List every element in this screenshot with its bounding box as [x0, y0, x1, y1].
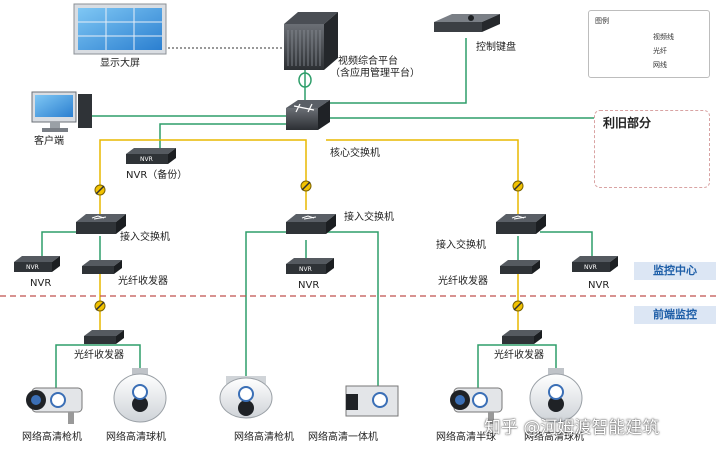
camera-right-2-label: 网络高清球机 [524, 432, 584, 443]
legend-item-video: 视频线 [653, 33, 674, 41]
client-label: 客户端 [34, 136, 64, 147]
camera-middle-2-label: 网络高清一体机 [308, 432, 378, 443]
fiber-transceiver-right-icon [500, 260, 540, 274]
legend-title: 图例 [595, 17, 609, 25]
network-line-mid-access [245, 231, 286, 392]
connection-lines [41, 38, 594, 396]
fiber-transceiver-left-label: 光纤收发器 [118, 276, 168, 287]
nvr-tag: NVR [140, 156, 153, 163]
nvr-tag: NVR [584, 264, 597, 271]
reuse-section-box: 利旧部分 [594, 110, 710, 188]
access-switch-right-icon [496, 214, 546, 234]
fiber-transceiver-right-label: 光纤收发器 [438, 276, 488, 287]
legend-item-fiber: 光纤 [653, 47, 667, 55]
access-switch-left-icon [76, 214, 126, 234]
watermark-text: 知乎 @河姆渡智能建筑 [484, 418, 660, 438]
nvr-middle-label: NVR [298, 280, 320, 291]
display-wall-icon [73, 3, 167, 55]
network-line-mid-access-cam2 [326, 231, 379, 392]
cable-loop-icon [298, 72, 312, 88]
nvr-tag: NVR [26, 264, 39, 271]
dome-camera-right-icon [529, 368, 583, 423]
front-transceiver-left-icon [84, 330, 124, 344]
camera-right-1-label: 网络高清半球 [436, 432, 496, 443]
fiber-transceiver-left-icon [82, 260, 122, 274]
fiber-connector-icon [512, 180, 524, 192]
network-line-left-front [55, 344, 141, 396]
control-keyboard-icon [434, 14, 500, 32]
keyboard-label: 控制键盘 [476, 42, 516, 53]
front-transceiver-left-label: 光纤收发器 [74, 350, 124, 361]
dome-camera-middle-icon [219, 376, 273, 419]
core-switch-icon [286, 100, 330, 130]
front-transceiver-right-label: 光纤收发器 [494, 350, 544, 361]
nvr-right-icon: NVR [572, 256, 618, 272]
fiber-connector-icon [94, 184, 106, 196]
nvr-left-label: NVR [30, 278, 52, 289]
bullet-camera-right-icon [450, 387, 503, 424]
fiber-connectors [94, 180, 524, 312]
front-transceiver-right-icon [502, 330, 542, 344]
nvr-left-icon: NVR [14, 256, 60, 272]
fiber-line-core-branches [99, 139, 307, 222]
network-line-core-nvr-backup [159, 123, 286, 150]
camera-left-2-label: 网络高清球机 [106, 432, 166, 443]
client-pc-icon [31, 91, 92, 132]
network-line-right-front [477, 344, 557, 396]
platform-label-line2: （含应用管理平台） [330, 68, 420, 79]
reuse-section-title: 利旧部分 [603, 116, 652, 130]
access-switch-right-label: 接入交换机 [436, 240, 486, 251]
camera-middle-1-label: 网络高清枪机 [234, 432, 294, 443]
box-camera-middle-icon [345, 385, 399, 417]
platform-label-line1: 视频综合平台 [338, 56, 398, 67]
nvr-tag: NVR [299, 266, 312, 273]
nvr-backup-label: NVR（备份） [126, 170, 188, 181]
camera-left-1-label: 网络高清枪机 [22, 432, 82, 443]
bullet-camera-left-icon [26, 387, 83, 424]
fiber-connector-icon [94, 300, 106, 312]
access-switch-middle-icon [286, 214, 336, 234]
network-line-right-access-nvr [540, 231, 593, 258]
legend-box: 图例 视频线 光纤 网线 [588, 10, 710, 78]
nvr-middle-icon: NVR [286, 258, 334, 274]
network-line-left-access-nvr [41, 231, 76, 258]
zone-monitor-center: 监控中心 [634, 262, 716, 280]
access-switch-middle-label: 接入交换机 [344, 212, 394, 223]
display-wall-label: 显示大屏 [100, 58, 140, 69]
network-line-keyboard-core [326, 38, 467, 104]
zone-front-end: 前端监控 [634, 306, 716, 324]
dome-camera-left-icon [113, 368, 167, 423]
nvr-right-label: NVR [588, 280, 610, 291]
video-platform-icon [284, 12, 338, 70]
fiber-connector-icon [300, 180, 312, 192]
core-switch-label: 核心交换机 [330, 148, 380, 159]
access-switch-left-label: 接入交换机 [120, 232, 170, 243]
fiber-connector-icon [512, 300, 524, 312]
legend-item-network: 网线 [653, 61, 667, 69]
nvr-backup-icon: NVR [126, 148, 176, 164]
